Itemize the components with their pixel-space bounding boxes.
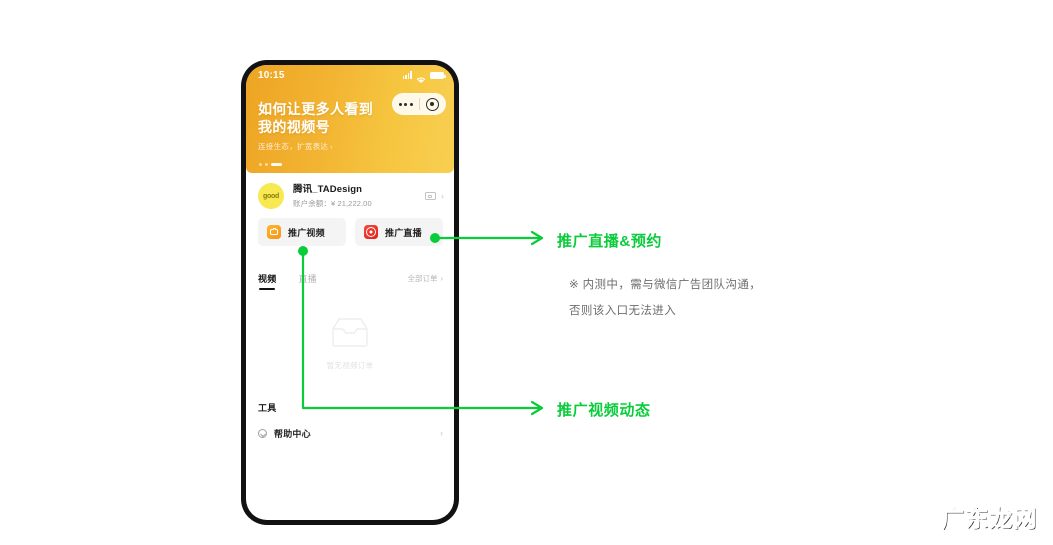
pagination-dot[interactable] <box>259 163 262 166</box>
banner-copy: 如何让更多人看到 我的视频号 连接生态，扩宽表达› <box>246 92 454 153</box>
watermark: 广东龙网 <box>941 505 1037 532</box>
tab-video[interactable]: 视频 <box>258 272 276 290</box>
promote-live-icon <box>364 225 378 239</box>
wifi-icon <box>416 71 426 84</box>
card-icon[interactable] <box>425 192 436 200</box>
banner-title: 如何让更多人看到 我的视频号 <box>258 101 374 135</box>
banner-subtitle-text: 连接生态，扩宽表达 <box>258 142 329 151</box>
account-card[interactable]: good 腾讯_TADesign 账户余额：¥ 21,222.00 › <box>246 173 454 218</box>
signal-bars-icon <box>402 71 412 79</box>
annotation-label-video: 推广视频动态 <box>557 402 651 419</box>
account-actions[interactable]: › <box>425 190 444 201</box>
tools-item-help-center[interactable]: 帮助中心 › <box>258 427 443 440</box>
annotation-note: ※ 内测中，需与微信广告团队沟通， 否则该入口无法进入 <box>569 279 762 317</box>
all-orders-label: 全部订单 <box>407 274 438 283</box>
more-dots-icon[interactable] <box>393 102 419 106</box>
chevron-right-icon: › <box>440 274 444 283</box>
phone-screen: 10:15 <box>246 65 454 520</box>
banner-pagination[interactable] <box>259 163 282 166</box>
tools-title: 工具 <box>258 403 277 413</box>
account-balance-value: ¥ 21,222.00 <box>331 198 372 208</box>
empty-state: 暂无视频订单 <box>246 316 454 371</box>
all-orders-link[interactable]: 全部订单 › <box>408 273 444 289</box>
avatar: good <box>258 183 284 209</box>
status-bar-icons <box>402 71 446 84</box>
account-text: 腾讯_TADesign 账户余额：¥ 21,222.00 <box>293 184 425 209</box>
promo-buttons: 推广视频 推广直播 <box>246 218 454 246</box>
arrow-right-icon <box>530 400 544 416</box>
empty-inbox-icon <box>329 316 371 349</box>
account-name: 腾讯_TADesign <box>293 183 363 195</box>
promote-video-icon <box>267 225 281 239</box>
chevron-right-icon: › <box>330 144 333 151</box>
arrow-right-icon <box>530 230 544 246</box>
battery-icon <box>430 71 446 79</box>
target-circle-icon[interactable] <box>419 97 445 111</box>
capsule-divider <box>418 98 420 110</box>
tools-section: 工具 帮助中心 › <box>246 401 454 440</box>
account-balance: 账户余额：¥ 21,222.00 <box>293 199 425 209</box>
promote-live-button[interactable]: 推广直播 <box>355 218 443 246</box>
pagination-dot-active[interactable] <box>271 163 282 166</box>
banner-subtitle[interactable]: 连接生态，扩宽表达› <box>258 142 454 153</box>
pagination-dot[interactable] <box>265 163 268 166</box>
promote-live-label: 推广直播 <box>385 227 422 238</box>
account-balance-label: 账户余额： <box>293 198 331 208</box>
status-bar: 10:15 <box>246 65 454 92</box>
tab-live[interactable]: 直播 <box>298 274 317 284</box>
chevron-right-icon: › <box>441 190 444 201</box>
phone-mockup: 10:15 <box>241 60 459 525</box>
tools-item-label: 帮助中心 <box>274 429 311 439</box>
chevron-right-icon: › <box>440 428 443 438</box>
empty-state-text: 暂无视频订单 <box>326 361 374 370</box>
status-bar-time: 10:15 <box>258 70 285 81</box>
help-circle-icon <box>258 429 267 438</box>
promote-video-label: 推广视频 <box>288 227 325 238</box>
promote-video-button[interactable]: 推广视频 <box>258 218 346 246</box>
promo-banner[interactable]: 10:15 <box>246 65 454 173</box>
order-tabs: 视频 直播 全部订单 › <box>246 272 454 290</box>
annotation-label-live: 推广直播&预约 <box>557 233 663 250</box>
miniprogram-capsule[interactable] <box>392 93 446 115</box>
